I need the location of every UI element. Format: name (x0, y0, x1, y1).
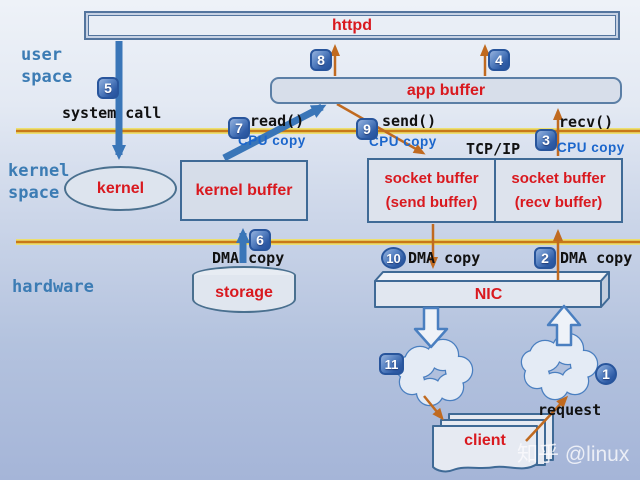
network-cloud-inbound (520, 332, 599, 401)
step-badge-7: 7 (228, 117, 250, 139)
network-cloud-outbound (395, 338, 474, 407)
nic-box (374, 271, 610, 308)
step-badge-1: 1 (595, 363, 617, 385)
label-cpu-copy-recv: CPU copy (557, 140, 625, 155)
watermark: 知乎 @linux (517, 443, 630, 466)
node-nic: NIC (474, 285, 503, 303)
step-badge-5: 5 (97, 77, 119, 99)
label-send: send() (382, 112, 437, 130)
step-badge-2: 2 (534, 247, 556, 269)
node-socket-send-buffer: socket buffer(send buffer) (367, 158, 496, 223)
node-app-buffer: app buffer (270, 77, 622, 104)
label-read: read() (250, 112, 305, 130)
step-badge-10: 10 (381, 247, 406, 269)
node-httpd: httpd (84, 11, 620, 40)
step-badge-4: 4 (488, 49, 510, 71)
node-kernel-buffer: kernel buffer (180, 160, 308, 221)
step-badge-11: 11 (379, 353, 404, 375)
label-request: request (538, 401, 602, 419)
step-badge-3: 3 (535, 129, 557, 151)
block-arrow-nic-to-cloud (413, 306, 449, 349)
arrow-read-kernel-buffer-to-app-buffer (222, 103, 327, 162)
arrow-send-app-buffer-to-socket (336, 102, 426, 155)
label-recv: recv() (559, 113, 614, 131)
label-dma-copy-send: DMA copy (408, 249, 481, 267)
layer-label-hardware: hardware (12, 277, 94, 297)
step-badge-9: 9 (356, 118, 378, 140)
label-tcp-ip: TCP/IP (466, 140, 521, 158)
label-dma-copy-recv: DMA copy (560, 249, 633, 267)
client-pages (432, 413, 554, 473)
httpd-label: httpd (88, 15, 616, 36)
node-socket-recv-buffer: socket buffer(recv buffer) (494, 158, 623, 223)
block-arrow-cloud-to-nic (546, 304, 582, 347)
label-dma-copy-storage: DMA copy (212, 249, 285, 267)
arrow-request-client-to-cloud (525, 395, 569, 442)
arrow-cloud-to-client (423, 395, 444, 421)
label-cpu-copy-send: CPU copy (369, 134, 437, 149)
step-badge-8: 8 (310, 49, 332, 71)
node-client: client (464, 432, 506, 449)
node-kernel: kernel (64, 166, 177, 211)
step-badge-6: 6 (249, 229, 271, 251)
label-system-call: system call (62, 104, 162, 122)
node-storage: storage (192, 275, 296, 313)
